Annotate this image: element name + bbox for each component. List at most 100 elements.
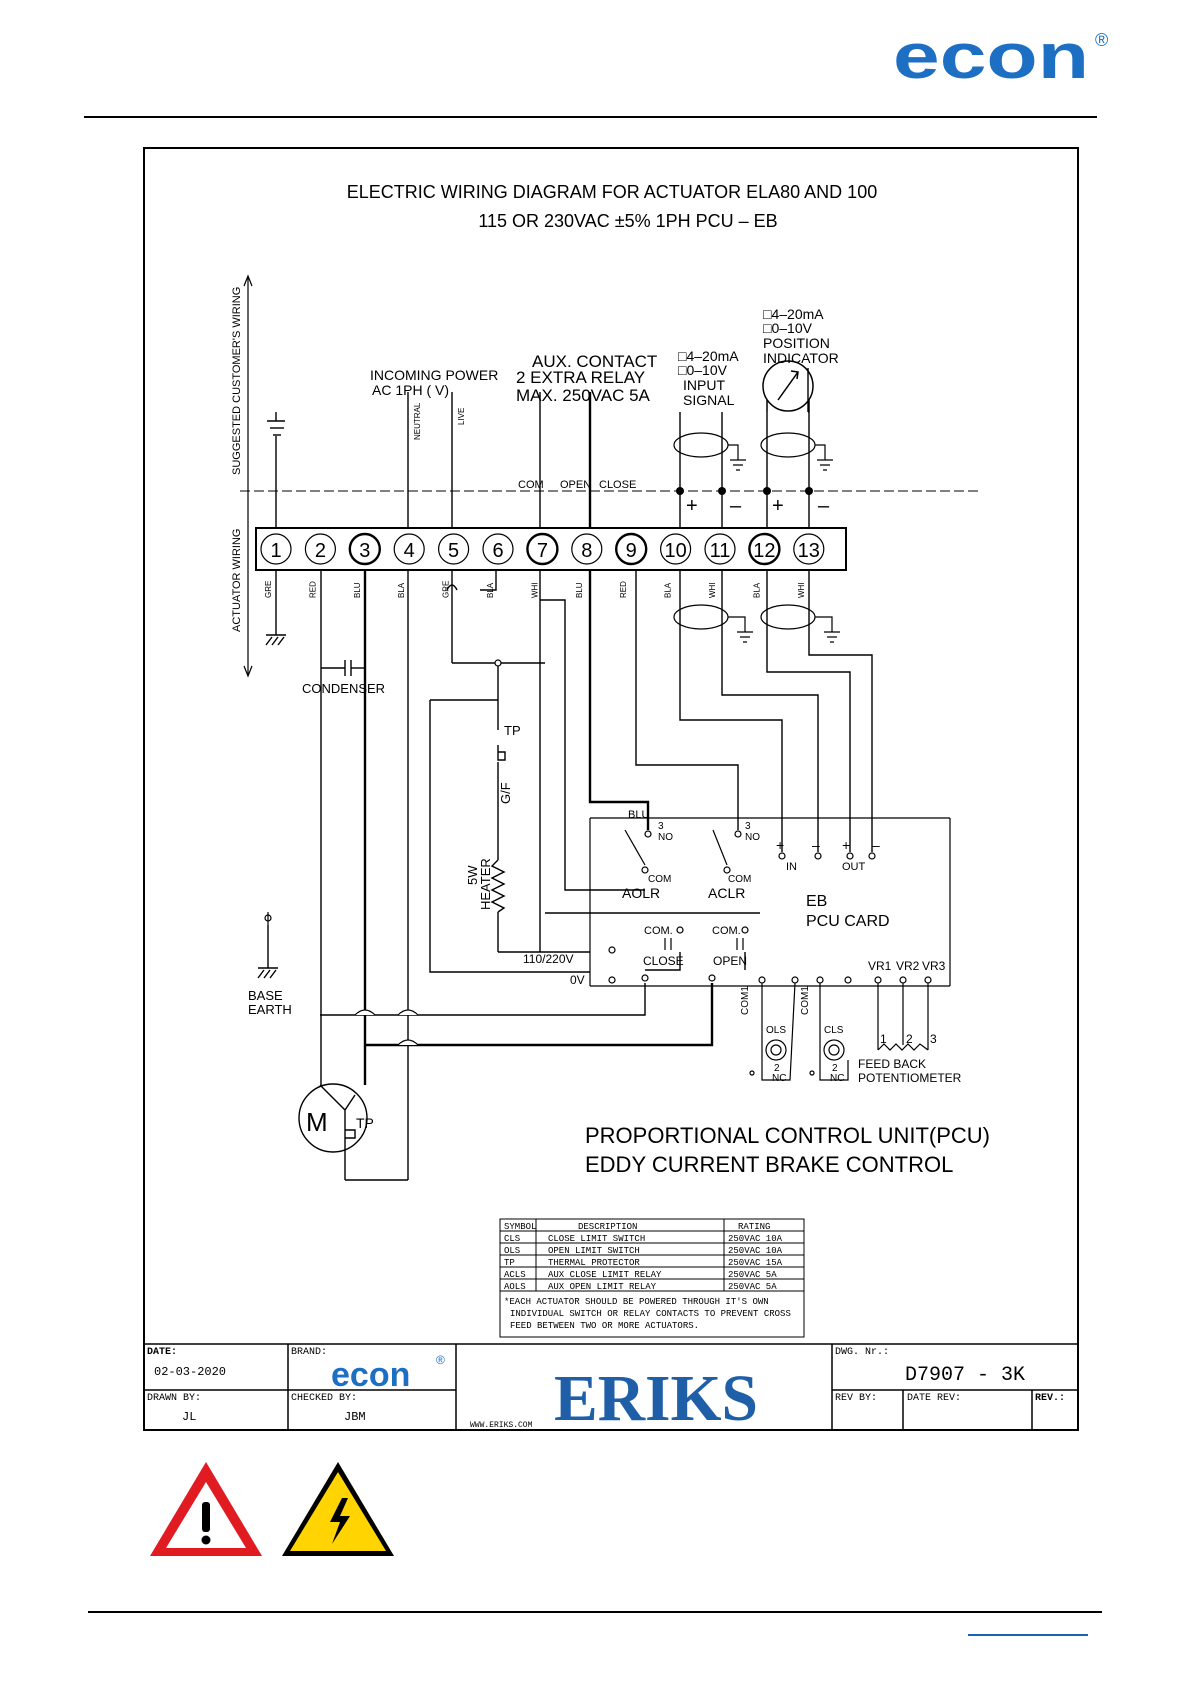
warning-symbols bbox=[150, 1462, 394, 1556]
crossover-humps bbox=[354, 659, 502, 1046]
base-earth-line2: EARTH bbox=[248, 1002, 292, 1017]
ols-label: OLS bbox=[766, 1025, 786, 1036]
legend-header: SYMBOL bbox=[504, 1222, 536, 1232]
terminal-number: 7 bbox=[537, 540, 548, 562]
potentiometer-label: POTENTIOMETER bbox=[858, 1071, 962, 1085]
title-block-econ: econ bbox=[331, 1356, 410, 1394]
customer-wires bbox=[267, 368, 810, 528]
cls-com1-label: COM1 bbox=[800, 986, 811, 1015]
terminal-number: 4 bbox=[404, 540, 415, 562]
legend-cell: 250VAC 10A bbox=[728, 1246, 783, 1256]
aolr-com-label: COM bbox=[648, 874, 671, 885]
date-value: 02-03-2020 bbox=[154, 1365, 226, 1379]
legend-cell: 250VAC 10A bbox=[728, 1234, 783, 1244]
terminal-1: 1 bbox=[260, 533, 292, 565]
econ-logo: econ ® bbox=[893, 20, 1108, 90]
incoming-power-label: INCOMING POWER AC 1PH ( V) bbox=[370, 367, 498, 398]
terminal-number: 13 bbox=[798, 540, 820, 562]
terminal-7: 7 bbox=[526, 532, 559, 566]
terminal-number: 12 bbox=[753, 540, 775, 562]
wire-color-label: GRE bbox=[264, 581, 273, 598]
wire-color-label: WHI bbox=[708, 582, 717, 598]
legend-cell: 250VAC 15A bbox=[728, 1258, 783, 1268]
terminal-11: 11 bbox=[704, 533, 736, 565]
vr1-label: VR1 bbox=[868, 959, 892, 973]
pcu-title-line1: PROPORTIONAL CONTROL UNIT(PCU) bbox=[585, 1123, 990, 1148]
actuator-wiring-label: ACTUATOR WIRING bbox=[231, 529, 243, 632]
shield-ellipses-top bbox=[673, 432, 833, 471]
header-rule bbox=[84, 116, 1097, 118]
dwg-value: D7907 - 3K bbox=[905, 1364, 1025, 1387]
close-tag: CLOSE bbox=[599, 479, 636, 491]
aclr-no-label: NO bbox=[745, 832, 760, 843]
wire-color-label: RED bbox=[619, 581, 628, 598]
aolr-no-label: NO bbox=[658, 832, 673, 843]
open-tag: OPEN bbox=[560, 479, 591, 491]
aolr-3-label: 3 bbox=[658, 821, 664, 832]
heater-watts-label: 5W bbox=[465, 865, 480, 885]
registered-mark: ® bbox=[1095, 30, 1108, 50]
open-contact-label: OPEN bbox=[713, 954, 747, 968]
aux-contact-line3: MAX. 250VAC 5A bbox=[516, 386, 651, 405]
legend-cell: CLS bbox=[504, 1234, 520, 1244]
position-indicator-line4: INDICATOR bbox=[763, 350, 839, 366]
legend-cell: OPEN LIMIT SWITCH bbox=[548, 1246, 640, 1256]
terminal-8: 8 bbox=[571, 533, 603, 565]
aux-contact-label: AUX. CONTACT 2 EXTRA RELAY MAX. 250VAC 5… bbox=[516, 352, 657, 405]
component-labels: CONDENSER TP G/F HEATER 5W BASE EARTH M … bbox=[248, 681, 962, 1137]
terminal-number: 10 bbox=[664, 540, 686, 562]
cls-nc-label: NC bbox=[830, 1073, 844, 1084]
junction-dots bbox=[676, 487, 813, 495]
wire-color-label: BLU bbox=[575, 582, 584, 598]
close-com-label: COM. bbox=[644, 925, 673, 937]
legend-cell: OLS bbox=[504, 1246, 520, 1256]
in-plus: + bbox=[776, 837, 784, 853]
checked-label: CHECKED BY: bbox=[291, 1393, 357, 1404]
input-signal-label: □4–20mA □0–10V INPUT SIGNAL bbox=[678, 348, 739, 408]
tp-label: TP bbox=[504, 723, 521, 738]
out-minus: – bbox=[872, 837, 880, 853]
open-com-label: COM. bbox=[712, 925, 741, 937]
terminal-number: 5 bbox=[448, 540, 459, 562]
neutral-tag: NEUTRAL bbox=[413, 402, 422, 440]
terminal-13: 13 bbox=[793, 533, 825, 565]
incoming-power-line1: INCOMING POWER bbox=[370, 367, 498, 383]
aclr-com-label: COM bbox=[728, 874, 751, 885]
base-earth-line1: BASE bbox=[248, 988, 283, 1003]
pot-2-label: 2 bbox=[906, 1032, 913, 1046]
date-rev-label: DATE REV: bbox=[907, 1393, 961, 1404]
motor-tp-label: TP bbox=[356, 1115, 374, 1131]
v110-label: 110/220V bbox=[523, 952, 574, 966]
wire-color-label: WHI bbox=[797, 582, 806, 598]
title-block-registered: ® bbox=[436, 1353, 445, 1367]
high-voltage-icon bbox=[282, 1462, 394, 1556]
input-signal-line2: □0–10V bbox=[678, 362, 728, 378]
checked-value: JBM bbox=[344, 1410, 366, 1424]
terminal-number: 6 bbox=[492, 540, 503, 562]
aolr-label: AOLR bbox=[622, 885, 660, 901]
terminal-number: 9 bbox=[626, 540, 637, 562]
terminal-10: 10 bbox=[659, 533, 692, 565]
legend-cell: CLOSE LIMIT SWITCH bbox=[548, 1234, 645, 1244]
out-plus: + bbox=[842, 837, 850, 853]
pot-3-label: 3 bbox=[930, 1032, 937, 1046]
diagram-title-line2: 115 OR 230VAC ±5% 1PH PCU – EB bbox=[478, 211, 777, 231]
drawing-frame bbox=[143, 147, 1079, 1431]
aux-contact-line1: AUX. CONTACT bbox=[532, 352, 657, 371]
input-signal-line4: SIGNAL bbox=[683, 392, 735, 408]
wire-color-label: BLA bbox=[752, 582, 761, 598]
pot-1-label: 1 bbox=[880, 1032, 887, 1046]
heater-label: HEATER bbox=[478, 858, 493, 910]
aux-contact-line2: 2 EXTRA RELAY bbox=[516, 368, 645, 387]
input-minus: – bbox=[730, 495, 742, 517]
pcu-title-line2: EDDY CURRENT BRAKE CONTROL bbox=[585, 1152, 953, 1177]
wire-color-label: RED bbox=[308, 581, 317, 598]
eriks-logo: ERIKS bbox=[554, 1362, 758, 1435]
input-signal-line1: □4–20mA bbox=[678, 348, 739, 364]
blu-label: BLU bbox=[628, 809, 649, 821]
position-indicator-line3: POSITION bbox=[763, 335, 830, 351]
position-indicator-line1: □4–20mA bbox=[763, 306, 824, 322]
terminal-5: 5 bbox=[438, 533, 470, 565]
legend-note: INDIVIDUAL SWITCH OR RELAY CONTACTS TO P… bbox=[510, 1309, 791, 1319]
